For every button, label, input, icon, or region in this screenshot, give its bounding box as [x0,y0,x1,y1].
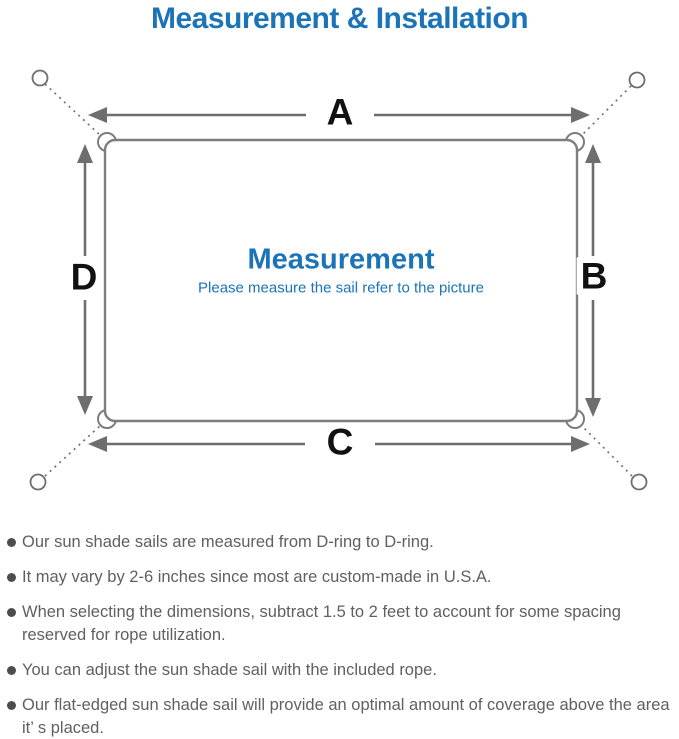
notes-list: Our sun shade sails are measured from D-… [7,531,673,739]
arrow-c-left-head [88,436,107,452]
dimension-label-c: C [322,423,358,461]
arrow-b-top-head [585,144,601,163]
sail-measurement-diagram [29,69,648,491]
anchor-ring-top-right [628,71,646,89]
anchor-ring-bottom-left [29,473,47,491]
arrow-d-top-head [77,144,93,163]
note-text: Our flat-edged sun shade sail will provi… [22,696,670,737]
bullet-dot [7,701,16,710]
arrow-a-right-head [571,107,590,123]
dimension-label-d: D [66,258,102,296]
rope-dash-top-left [44,83,102,137]
diagram-center-subtitle: Please measure the sail refer to the pic… [198,279,484,297]
bullet-dot [7,666,16,675]
note-item: When selecting the dimensions, subtract … [7,601,673,647]
rope-dash-bottom-right [580,424,633,477]
note-text: You can adjust the sun shade sail with t… [22,661,437,679]
anchor-ring-top-left [31,69,49,87]
bullet-dot [7,538,16,547]
note-item: It may vary by 2-6 inches since most are… [7,566,673,589]
bullet-dot [7,608,16,617]
arrow-c-right-head [571,436,590,452]
rope-dash-bottom-left [44,424,102,477]
note-text: Our sun shade sails are measured from D-… [22,533,434,551]
diagram-center-title: Measurement [247,243,435,276]
note-text: It may vary by 2-6 inches since most are… [22,568,492,586]
anchor-ring-bottom-right [630,473,648,491]
note-item: Our flat-edged sun shade sail will provi… [7,694,673,739]
rope-dash-top-right [580,85,632,137]
note-item: Our sun shade sails are measured from D-… [7,531,673,554]
arrow-a-left-head [88,107,107,123]
arrow-b-bottom-head [585,398,601,417]
note-text: When selecting the dimensions, subtract … [22,603,621,644]
bullet-dot [7,573,16,582]
page-title: Measurement & Installation [150,2,529,35]
note-item: You can adjust the sun shade sail with t… [7,659,673,682]
arrow-d-bottom-head [77,396,93,415]
dimension-label-b: B [576,257,612,295]
dimension-label-a: A [322,93,358,131]
